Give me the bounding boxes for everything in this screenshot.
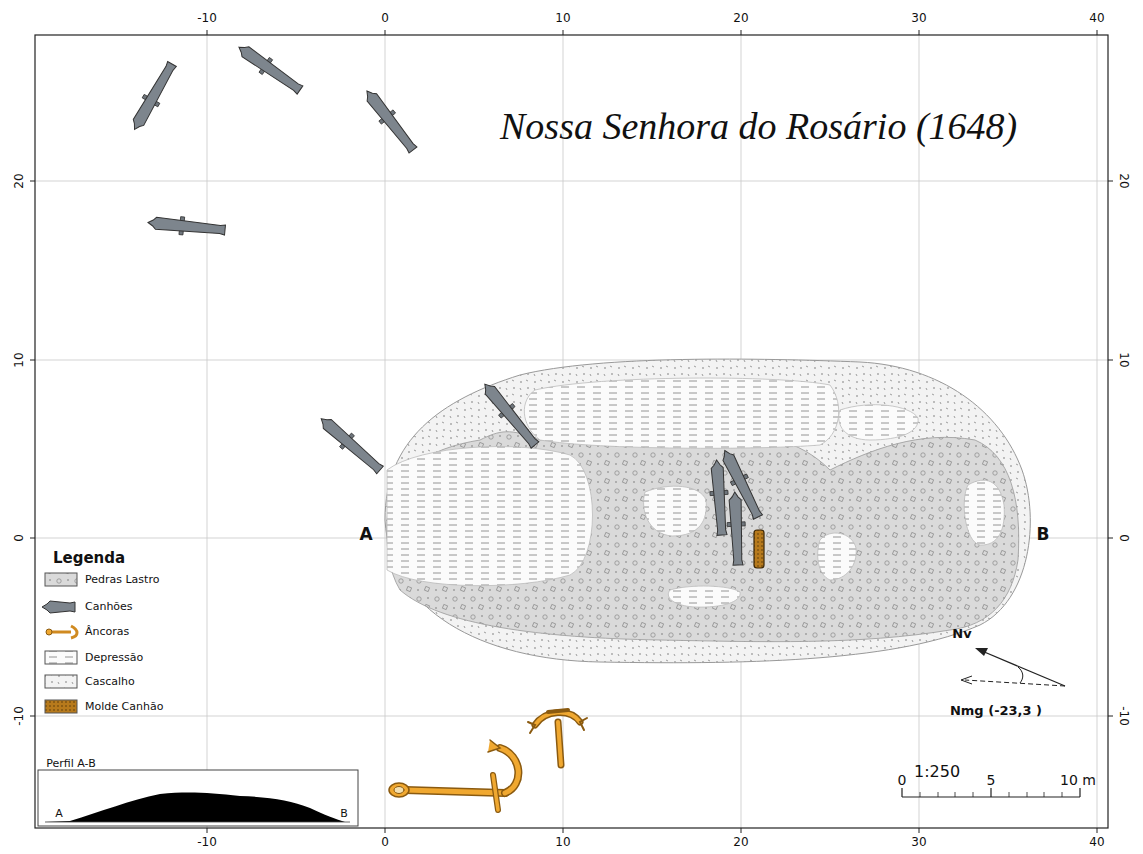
map-frame: [35, 35, 1108, 828]
tick: [1108, 181, 1113, 182]
map-label: A: [359, 526, 372, 543]
axis-label: 40: [1089, 12, 1104, 24]
cannon-mold: [754, 530, 764, 568]
cannon: [478, 378, 542, 450]
axis-label: 0: [13, 534, 25, 542]
legend-sample: [45, 573, 77, 586]
map-label: B: [340, 808, 348, 819]
axis-label: 30: [911, 12, 926, 24]
tick: [919, 30, 920, 35]
profile-inset: [38, 770, 358, 826]
tick: [741, 828, 742, 833]
grid-line: [35, 360, 1108, 361]
axis-label: 20: [733, 12, 748, 24]
tick: [30, 538, 35, 539]
map-label: Legenda: [53, 551, 125, 566]
tick: [741, 30, 742, 35]
axis-label: 10: [555, 12, 570, 24]
legend-sample: [42, 601, 75, 613]
axis-label: 10: [1118, 352, 1130, 367]
axis-label: -10: [13, 706, 25, 726]
map-label: 10 m: [1060, 773, 1096, 787]
tick: [1097, 828, 1098, 833]
grid-line: [207, 35, 208, 828]
axis-label: 10: [13, 352, 25, 367]
map-label: 1:250: [914, 764, 960, 780]
cannon: [315, 412, 386, 477]
legend-sample: [45, 675, 77, 688]
legend-sample: [45, 700, 77, 713]
tick: [30, 181, 35, 182]
grid-line: [385, 35, 386, 828]
tick: [207, 828, 208, 833]
axis-label: 20: [733, 836, 748, 848]
tick: [1108, 716, 1113, 717]
axis-label: 20: [13, 173, 25, 188]
ballast-area: [387, 432, 1019, 642]
legend-sample: [45, 651, 77, 664]
map-title: Nossa Senhora do Rosário (1648): [500, 104, 1017, 148]
axis-label: 0: [1118, 534, 1130, 542]
grid-line: [35, 181, 1108, 182]
tick: [919, 828, 920, 833]
gravel-area: [385, 359, 1030, 663]
depressions: [387, 378, 1004, 607]
tick: [1108, 360, 1113, 361]
tick: [385, 828, 386, 833]
tick: [563, 828, 564, 833]
map-label: Nmg (-23,3 ): [950, 704, 1042, 717]
legend-item: Cascalho: [85, 676, 135, 687]
tick: [563, 30, 564, 35]
legend-item: Molde Canhão: [85, 701, 163, 712]
tick: [30, 360, 35, 361]
legend-item: Depressão: [85, 652, 143, 663]
axis-label: 30: [911, 836, 926, 848]
anchors: [389, 710, 587, 810]
map-label: 5: [987, 773, 996, 787]
axis-label: 0: [381, 836, 389, 848]
axis-label: 0: [381, 12, 389, 24]
axis-label: 40: [1089, 836, 1104, 848]
north-arrows: [961, 648, 1065, 686]
axis-label: -10: [1118, 706, 1130, 726]
cannon: [147, 214, 226, 239]
tick: [1097, 30, 1098, 35]
map-label: A: [55, 808, 63, 819]
legend-samples: [42, 573, 77, 713]
legend-item: Âncoras: [85, 626, 129, 637]
tick: [30, 716, 35, 717]
legend-item: Pedras Lastro: [85, 574, 159, 585]
tick: [207, 30, 208, 35]
legend-sample: [46, 626, 77, 638]
grid-line: [1097, 35, 1098, 828]
map-label: Nv: [952, 627, 971, 640]
tick: [1108, 538, 1113, 539]
map-label: Perfil A-B: [46, 758, 95, 769]
scale-bar: [902, 788, 1080, 797]
legend-item: Canhões: [85, 601, 133, 612]
coordinate-grid: [30, 30, 1113, 833]
cannon: [726, 492, 747, 566]
axis-label: -10: [197, 12, 217, 24]
axis-label: -10: [197, 836, 217, 848]
cannon: [360, 86, 420, 156]
map-label: 0: [898, 773, 907, 787]
map-label: B: [1037, 526, 1050, 543]
axis-label: 20: [1118, 173, 1130, 188]
cannon: [234, 40, 305, 98]
cannon: [127, 60, 180, 134]
axis-label: 10: [555, 836, 570, 848]
tick: [385, 30, 386, 35]
